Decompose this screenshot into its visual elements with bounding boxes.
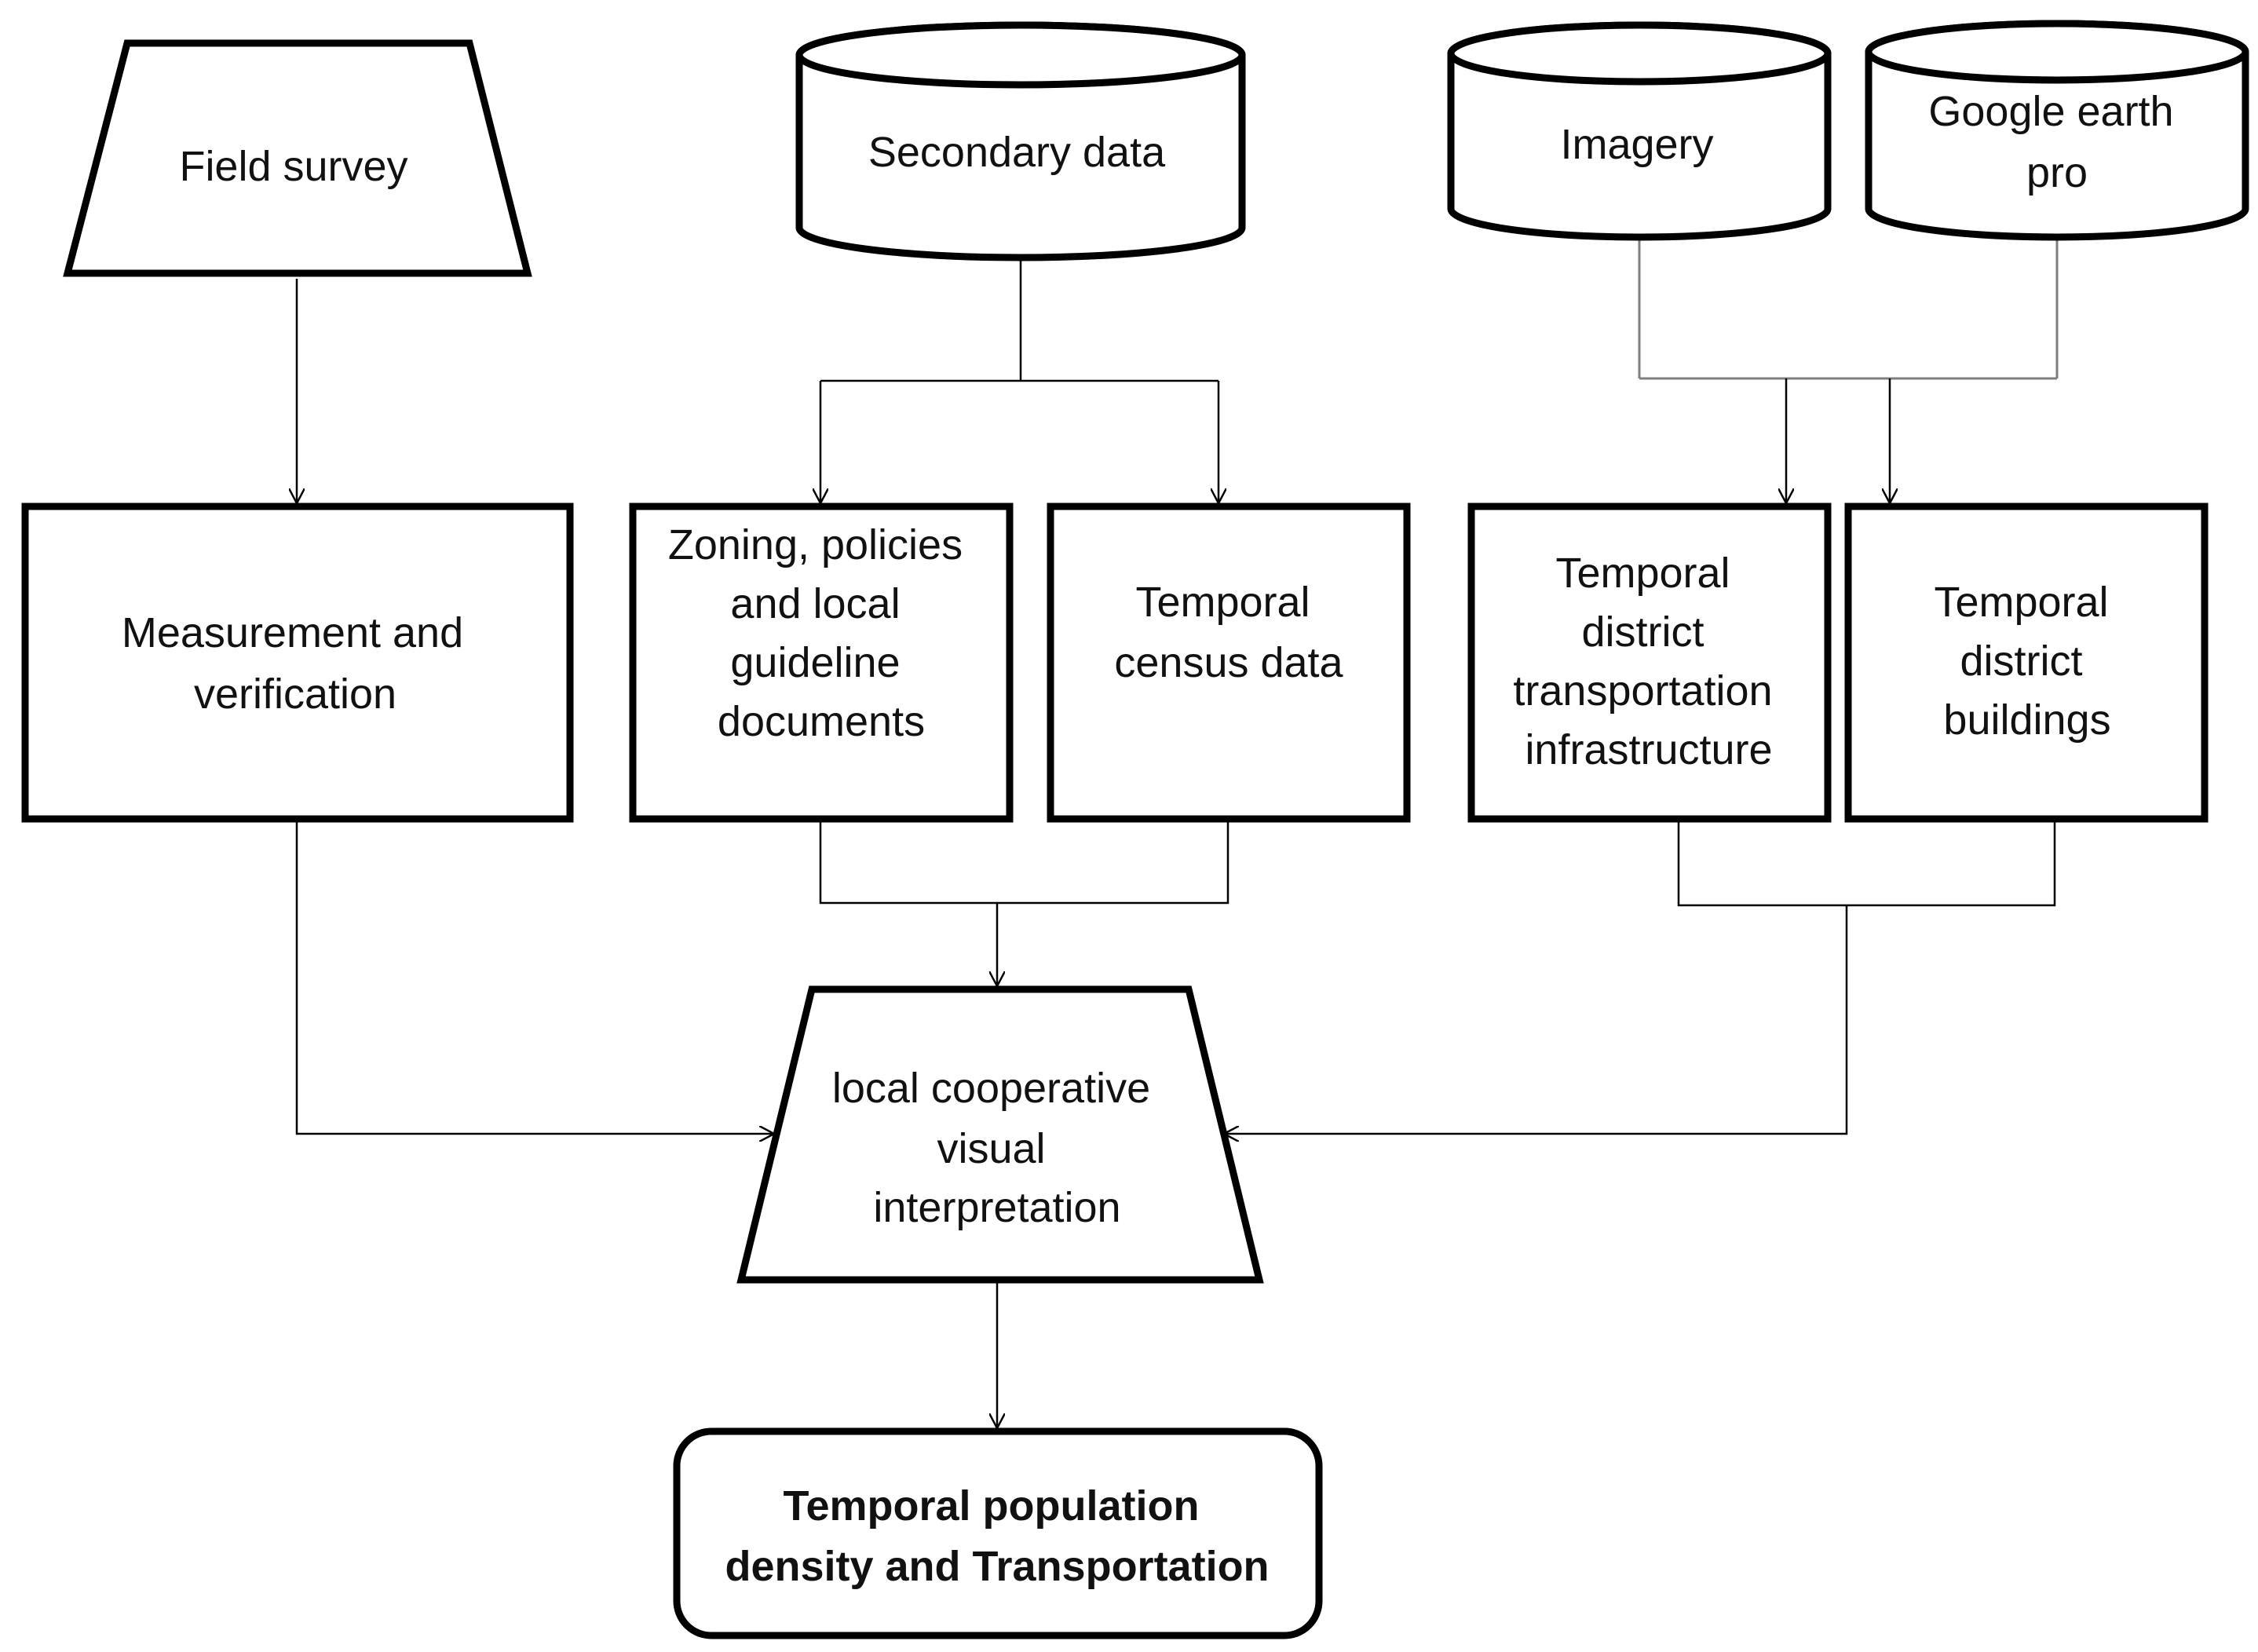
node-temporal-census-label: Temporal census data xyxy=(1114,579,1343,686)
node-field-survey: Field survey xyxy=(63,39,532,277)
node-output-label: Temporal population density and Transpor… xyxy=(725,1482,1269,1590)
connector-zoning-census-join xyxy=(819,821,1229,905)
node-google-earth-pro: Google earth pro xyxy=(1865,20,2249,241)
node-zoning-policies: Zoning, policies and local guideline doc… xyxy=(629,503,1014,823)
connector-measurement-to-interpretation xyxy=(295,821,773,1134)
connector-transport-buildings-join xyxy=(1677,821,2056,907)
node-district-buildings: Temporal district buildings xyxy=(1844,503,2209,823)
node-measurement-verification: Measurement and verification xyxy=(21,503,574,823)
node-secondary-data-label: Secondary data xyxy=(868,129,1166,176)
node-output: Temporal population density and Transpor… xyxy=(673,1427,1323,1639)
node-measurement-verification-label: Measurement and verification xyxy=(122,609,475,718)
node-cooperative-interpretation: local cooperative visual interpretation xyxy=(736,985,1264,1284)
node-zoning-policies-label: Zoning, policies and local guideline doc… xyxy=(668,521,974,745)
connector-transport-buildings-to-interpretation xyxy=(1225,905,1848,1134)
node-cooperative-interpretation-label: local cooperative visual interpretation xyxy=(832,1065,1162,1231)
node-field-survey-label: Field survey xyxy=(179,143,407,190)
node-transport-infrastructure-label: Temporal district transportation infrast… xyxy=(1513,550,1784,773)
node-google-earth-pro-label: Google earth pro xyxy=(1928,88,2185,196)
node-transport-infrastructure: Temporal district transportation infrast… xyxy=(1467,503,1832,823)
node-imagery: Imagery xyxy=(1447,21,1832,241)
connectors xyxy=(295,236,2059,1427)
node-temporal-census: Temporal census data xyxy=(1047,503,1411,823)
node-secondary-data: Secondary data xyxy=(795,21,1246,261)
node-district-buildings-label: Temporal district buildings xyxy=(1934,579,2120,744)
node-imagery-label: Imagery xyxy=(1560,121,1713,168)
